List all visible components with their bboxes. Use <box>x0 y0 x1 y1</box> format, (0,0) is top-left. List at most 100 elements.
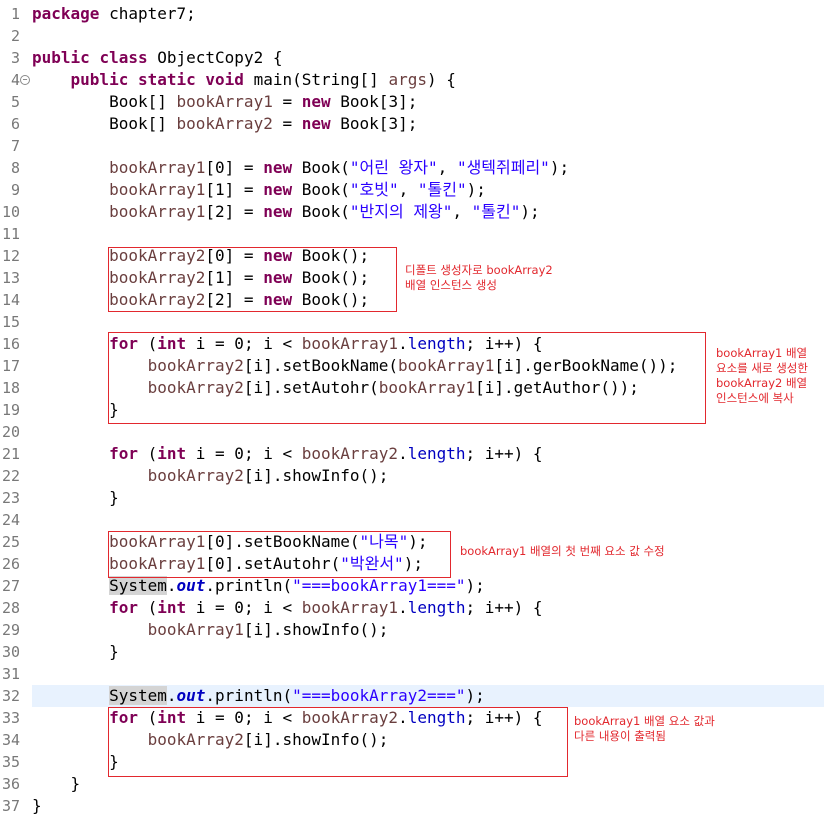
code-text: Book[] bookArray1 = new Book[3]; <box>32 92 418 111</box>
code-text: for (int i = 0; i < bookArray2.length; i… <box>109 444 543 463</box>
line-number: 30 <box>1 643 20 661</box>
line-number: 1 <box>10 5 20 23</box>
code-text: bookArray1[0] = new Book("어린 왕자", "생텍쥐페리… <box>109 158 570 177</box>
line-number: 23 <box>1 489 20 507</box>
code-line[interactable]: 5 Book[] bookArray1 = new Book[3]; <box>0 91 824 113</box>
code-text: bookArray2[i].showInfo(); <box>147 730 389 749</box>
code-text: package chapter7; <box>32 4 196 23</box>
code-text: } <box>32 774 81 793</box>
code-line[interactable]: 17 bookArray2[i].setBookName(bookArray1[… <box>0 355 824 377</box>
code-text: bookArray2[1] = new Book(); <box>109 268 370 287</box>
code-text: bookArray1[2] = new Book("반지의 제왕", "톨킨")… <box>109 202 540 221</box>
code-text: bookArray2[0] = new Book(); <box>109 246 370 265</box>
code-line[interactable]: 2 <box>0 25 824 47</box>
code-text: bookArray1[i].showInfo(); <box>147 620 389 639</box>
code-text: bookArray1[0].setAutohr("박완서"); <box>109 554 423 573</box>
code-text: } <box>32 752 119 771</box>
code-line[interactable]: 10 bookArray1[2] = new Book("반지의 제왕", "톨… <box>0 201 824 223</box>
annotation-modify-first: bookArray1 배열의 첫 번째 요소 값 수정 <box>460 544 665 558</box>
line-number: 13 <box>1 269 20 287</box>
code-text: for (int i = 0; i < bookArray1.length; i… <box>109 598 543 617</box>
code-text: for (int i = 0; i < bookArray2.length; i… <box>109 708 543 727</box>
code-line[interactable]: 9 bookArray1[1] = new Book("호빗", "톨킨"); <box>0 179 824 201</box>
code-text: for (int i = 0; i < bookArray1.length; i… <box>109 334 543 353</box>
code-line[interactable]: 3 public class ObjectCopy2 { <box>0 47 824 69</box>
line-number: 2 <box>10 27 20 45</box>
code-text: bookArray2[i].setAutohr(bookArray1[i].ge… <box>147 378 639 397</box>
code-text: System.out.println("===bookArray1==="); <box>109 576 485 595</box>
code-line[interactable]: 15 <box>0 311 824 333</box>
line-number: 7 <box>10 137 20 155</box>
code-line[interactable]: 23 } <box>0 487 824 509</box>
code-line[interactable]: 12 bookArray2[0] = new Book(); <box>0 245 824 267</box>
code-line[interactable]: 7 <box>0 135 824 157</box>
code-text: } <box>32 796 42 815</box>
code-line[interactable]: 36 } <box>0 773 824 795</box>
line-number: 26 <box>1 555 20 573</box>
code-line[interactable]: 34 bookArray2[i].showInfo(); <box>0 729 824 751</box>
code-line[interactable]: 18 bookArray2[i].setAutohr(bookArray1[i]… <box>0 377 824 399</box>
line-number: 4 <box>10 71 20 89</box>
line-number: 9 <box>10 181 20 199</box>
line-number: 35 <box>1 753 20 771</box>
annotation-box-modify-first <box>108 531 451 578</box>
code-line[interactable]: 22 bookArray2[i].showInfo(); <box>0 465 824 487</box>
code-text: bookArray2[i].showInfo(); <box>147 466 389 485</box>
line-number: 25 <box>1 533 20 551</box>
code-line[interactable]: 30 } <box>0 641 824 663</box>
line-number: 17 <box>1 357 20 375</box>
code-text: System.out.println("===bookArray2==="); <box>109 686 485 705</box>
line-number: 15 <box>1 313 20 331</box>
code-line[interactable]: 24 <box>0 509 824 531</box>
annotation-print-bookarray2: bookArray1 배열 요소 값과 다른 내용이 출력됨 <box>574 714 715 743</box>
line-number: 21 <box>1 445 20 463</box>
code-line[interactable]: 26 bookArray1[0].setAutohr("박완서"); <box>0 553 824 575</box>
line-number: 34 <box>1 731 20 749</box>
line-number: 8 <box>10 159 20 177</box>
code-line[interactable]: 21 for (int i = 0; i < bookArray2.length… <box>0 443 824 465</box>
code-text: bookArray2[2] = new Book(); <box>109 290 370 309</box>
code-line[interactable]: 11 <box>0 223 824 245</box>
annotation-box-default-constructor <box>108 247 397 312</box>
line-number: 3 <box>10 49 20 67</box>
code-line[interactable]: 19 } <box>0 399 824 421</box>
line-number: 22 <box>1 467 20 485</box>
line-number: 19 <box>1 401 20 419</box>
annotation-box-copy-loop <box>108 332 706 424</box>
line-number: 24 <box>1 511 20 529</box>
code-line[interactable]: 28 for (int i = 0; i < bookArray1.length… <box>0 597 824 619</box>
code-line[interactable]: 6 Book[] bookArray2 = new Book[3]; <box>0 113 824 135</box>
code-text: bookArray1[0].setBookName("나목"); <box>109 532 428 551</box>
code-line[interactable]: 1 package chapter7; <box>0 3 824 25</box>
code-line[interactable]: 20 <box>0 421 824 443</box>
code-line[interactable]: 8 bookArray1[0] = new Book("어린 왕자", "생텍쥐… <box>0 157 824 179</box>
fold-toggle-icon[interactable]: − <box>20 75 30 85</box>
annotation-default-constructor: 디폴트 생성자로 bookArray2 배열 인스턴스 생성 <box>405 263 553 292</box>
code-line[interactable]: 14 bookArray2[2] = new Book(); <box>0 289 824 311</box>
code-line[interactable]: 32 System.out.println("===bookArray2==="… <box>2 685 824 707</box>
line-number: 29 <box>1 621 20 639</box>
code-line[interactable]: 37} <box>0 795 824 817</box>
line-number: 16 <box>1 335 20 353</box>
line-number: 28 <box>1 599 20 617</box>
code-line[interactable]: 27 System.out.println("===bookArray1==="… <box>0 575 824 597</box>
code-line[interactable]: 35 } <box>0 751 824 773</box>
code-line[interactable]: 33 for (int i = 0; i < bookArray2.length… <box>0 707 824 729</box>
code-line[interactable]: 29 bookArray1[i].showInfo(); <box>0 619 824 641</box>
code-line[interactable]: 16 for (int i = 0; i < bookArray1.length… <box>0 333 824 355</box>
code-text: Book[] bookArray2 = new Book[3]; <box>32 114 418 133</box>
code-text: public class ObjectCopy2 { <box>32 48 283 67</box>
line-number: 11 <box>1 225 20 243</box>
code-line[interactable]: 13 bookArray2[1] = new Book(); <box>0 267 824 289</box>
annotation-copy-loop: bookArray1 배열 요소를 새로 생성한 bookArray2 배열 인… <box>716 346 808 405</box>
line-number: 33 <box>1 709 20 727</box>
line-number: 14 <box>1 291 20 309</box>
code-text: } <box>32 488 119 507</box>
line-number: 6 <box>10 115 20 133</box>
code-line[interactable]: 4− public static void main(String[] args… <box>0 69 824 91</box>
line-number: 37 <box>1 797 20 815</box>
line-number: 31 <box>1 665 20 683</box>
code-line[interactable]: 31 <box>0 663 824 685</box>
code-line[interactable]: 25 bookArray1[0].setBookName("나목"); <box>0 531 824 553</box>
